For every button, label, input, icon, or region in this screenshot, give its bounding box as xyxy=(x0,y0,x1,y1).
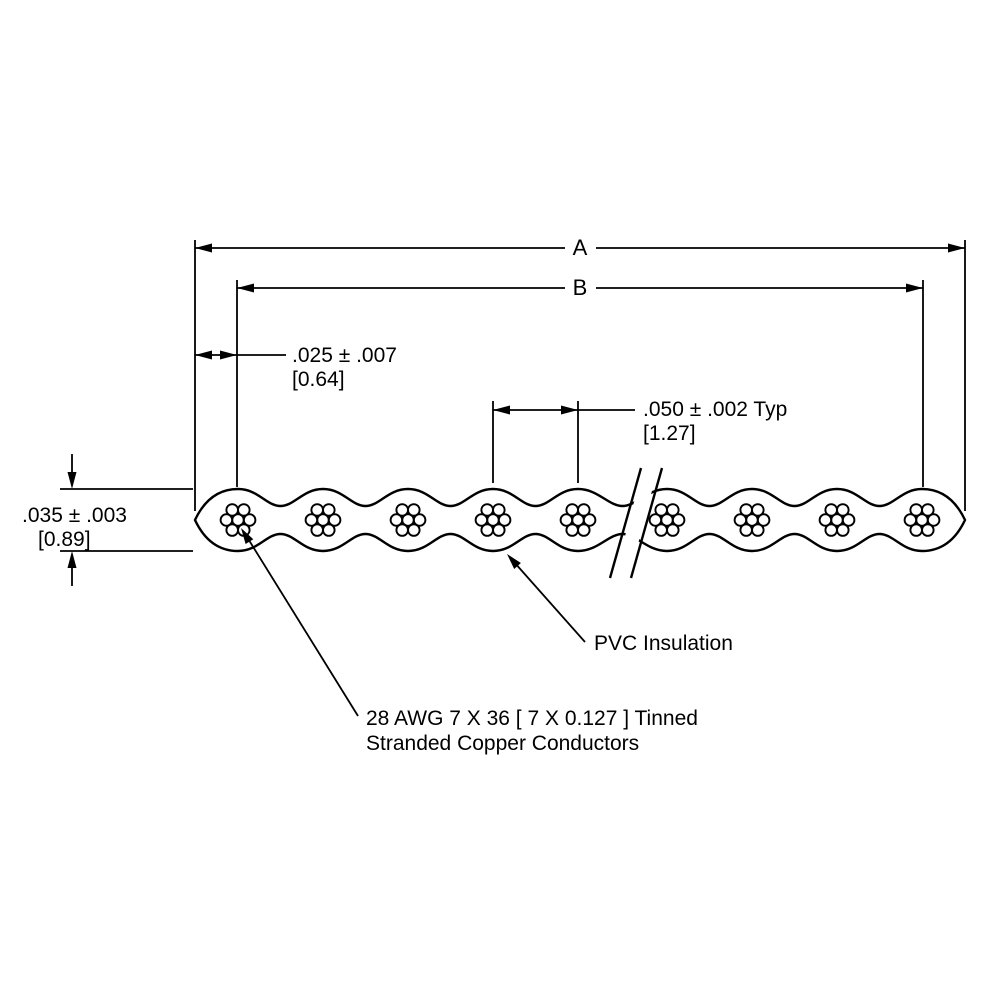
dimension-b: B xyxy=(236,275,924,487)
arrowhead-down-icon xyxy=(67,472,77,489)
leader-line-pvc xyxy=(513,561,586,643)
dim-pitch-mm: [1.27] xyxy=(643,422,696,445)
arrowhead-left-icon xyxy=(493,405,510,415)
dim-pitch-inches: .050 ± .002 Typ xyxy=(643,398,787,421)
dim-margin-mm: [0.64] xyxy=(292,368,345,391)
dimension-edge-margin: .025 ± .007 [0.64] xyxy=(195,344,397,391)
leader-arrowhead-icon xyxy=(507,554,521,569)
conductor-bundle xyxy=(474,503,512,537)
dim-a-label: A xyxy=(573,235,588,260)
pvc-insulation-label: PVC Insulation xyxy=(594,632,733,655)
conductor-bundle xyxy=(559,503,597,537)
leader-arrowhead-icon xyxy=(241,528,254,544)
cable-cross-section xyxy=(193,464,967,582)
arrowhead-right-icon xyxy=(948,243,965,253)
dimension-pitch: .050 ± .002 Typ [1.27] xyxy=(492,398,787,483)
break-line-right xyxy=(629,467,664,579)
callout-pvc-insulation: PVC Insulation xyxy=(507,554,733,655)
dim-thickness-mm: [0.89] xyxy=(38,528,91,551)
dim-thickness-inches: .035 ± .003 xyxy=(22,504,127,527)
dimension-a: A xyxy=(194,235,966,511)
arrowhead-left-icon xyxy=(237,283,254,293)
dim-b-label: B xyxy=(573,275,588,300)
arrowhead-right-icon xyxy=(906,283,923,293)
dimension-thickness: .035 ± .003 [0.89] xyxy=(22,454,193,586)
conductor-bundle xyxy=(818,503,856,537)
conductor-bundle xyxy=(903,503,941,537)
conductor-label-line1: 28 AWG 7 X 36 [ 7 X 0.127 ] Tinned xyxy=(366,707,698,730)
conductor-bundle xyxy=(219,503,257,537)
break-symbol xyxy=(608,464,664,582)
arrowhead-left-icon xyxy=(195,243,212,253)
conductor-bundle xyxy=(304,503,342,537)
conductor-bundle xyxy=(733,503,771,537)
conductor-label-line2: Stranded Copper Conductors xyxy=(366,732,639,755)
callout-conductor: 28 AWG 7 X 36 [ 7 X 0.127 ] Tinned Stran… xyxy=(241,528,698,755)
leader-line-conductor xyxy=(246,536,359,717)
arrowhead-left-icon xyxy=(195,350,212,360)
arrowhead-right-icon xyxy=(561,405,578,415)
conductor-bundle xyxy=(648,503,686,537)
conductor-bundle xyxy=(389,503,427,537)
break-gap-mask xyxy=(613,464,659,582)
dim-margin-inches: .025 ± .007 xyxy=(292,344,397,367)
break-line-left xyxy=(608,467,643,579)
arrowhead-up-icon xyxy=(67,551,77,568)
arrowhead-right-icon xyxy=(220,350,237,360)
